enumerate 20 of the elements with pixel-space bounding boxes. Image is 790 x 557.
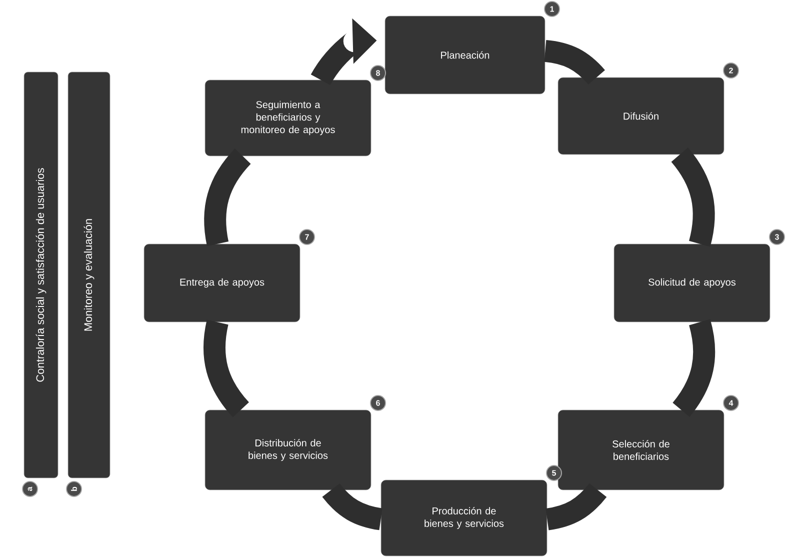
step-box: Selección de beneficiarios [558, 410, 724, 490]
step-box: Distribución de bienes y servicios [204, 410, 372, 490]
step-box: Entrega de apoyos [144, 244, 300, 322]
number-badge: a [22, 480, 38, 497]
number-badge: 1 [544, 1, 560, 17]
step-box: Producción de bienes y servicios [380, 480, 548, 556]
number-badge: b [66, 480, 82, 497]
step-box: Planeación [384, 16, 546, 94]
step-box: Seguimiento a beneficiarios y monitoreo de apoyos [204, 80, 372, 156]
vertical-bar: Contraloría social y satisfacción de usuarios [24, 72, 58, 478]
number-badge: 7 [299, 229, 315, 245]
number-badge: 6 [370, 394, 386, 411]
vertical-bar: Monitoreo y evaluación [68, 72, 110, 478]
number-badge: 5 [546, 464, 562, 481]
step-box: Difusión [558, 77, 724, 155]
number-badge: 4 [723, 394, 739, 411]
number-badge: 8 [370, 65, 386, 81]
number-badge: 2 [723, 62, 739, 78]
number-badge: 3 [769, 229, 785, 245]
step-box: Solicitud de apoyos [614, 244, 770, 322]
